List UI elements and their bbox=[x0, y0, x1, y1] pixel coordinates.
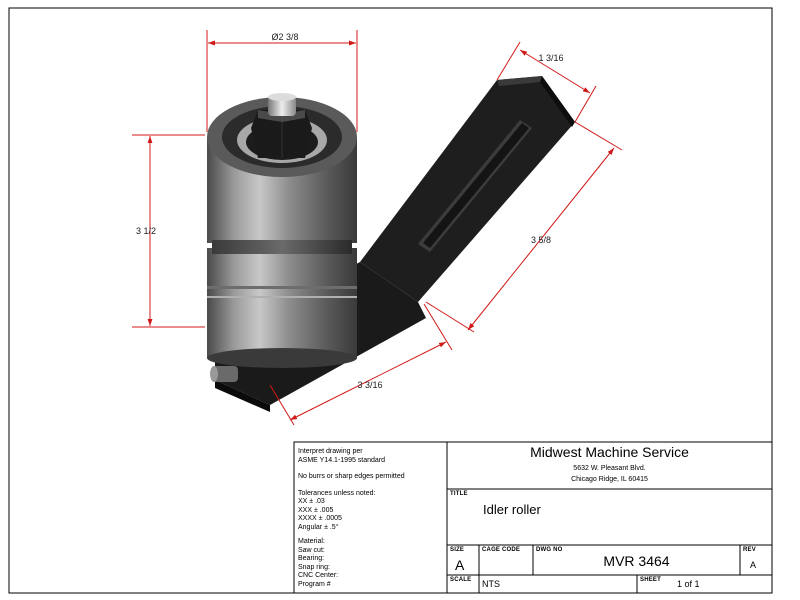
company-address-2: Chicago Ridge, IL 60415 bbox=[571, 476, 648, 483]
dim-base-length: 3 3/16 bbox=[357, 380, 382, 390]
note-cnc-center: CNC Center: bbox=[298, 572, 339, 579]
set-screw bbox=[210, 366, 238, 382]
notes-block: Interpret drawing per ASME Y14.1-1995 st… bbox=[298, 448, 405, 589]
dim-height: 3 1/2 bbox=[136, 226, 156, 236]
bolt-head bbox=[268, 96, 296, 116]
dim-diameter: Ø2 3/8 bbox=[271, 32, 298, 42]
title-block-grid bbox=[293, 441, 773, 594]
idler-roller-model bbox=[207, 76, 575, 412]
note-tolerance-header: Tolerances unless noted: bbox=[298, 489, 376, 497]
note-tolerance-angular: Angular ± .5° bbox=[298, 523, 339, 531]
bracket-arm bbox=[360, 76, 575, 302]
sheet-value: 1 of 1 bbox=[677, 579, 700, 589]
note-material: Material: bbox=[298, 538, 325, 545]
sheet-label: SHEET bbox=[640, 577, 662, 583]
scale-label: SCALE bbox=[450, 577, 472, 583]
size-value: A bbox=[455, 557, 465, 573]
dimensions bbox=[132, 30, 623, 426]
note-program: Program # bbox=[298, 580, 331, 588]
drawing-title: Idler roller bbox=[483, 502, 541, 517]
note-saw-cut: Saw cut: bbox=[298, 546, 325, 554]
title-label: TITLE bbox=[450, 491, 468, 497]
rev-value: A bbox=[750, 560, 757, 570]
note-interpret-1: Interpret drawing per bbox=[298, 448, 363, 455]
note-interpret-2: ASME Y14.1-1995 standard bbox=[298, 456, 386, 464]
note-tolerance-xxxx: XXXX ± .0005 bbox=[298, 515, 342, 522]
company-address-1: 5632 W. Pleasant Blvd. bbox=[573, 465, 646, 472]
hex-nut bbox=[251, 93, 312, 158]
company-name: Midwest Machine Service bbox=[530, 444, 689, 460]
scale-value: NTS bbox=[482, 579, 500, 589]
cage-code-label: CAGE CODE bbox=[482, 547, 521, 553]
lower-roller bbox=[207, 248, 357, 368]
dim-slot-length: 3 5/8 bbox=[531, 235, 551, 245]
dwg-no-label: DWG NO bbox=[536, 547, 563, 553]
rev-label: REV bbox=[743, 547, 756, 553]
note-tolerance-xxx: XXX ± .005 bbox=[298, 506, 334, 514]
note-snap-ring: Snap ring: bbox=[298, 563, 330, 571]
note-bearing: Bearing: bbox=[298, 555, 325, 562]
dim-bracket-width: 1 3/16 bbox=[538, 53, 563, 63]
note-burrs: No burrs or sharp edges permitted bbox=[298, 473, 405, 480]
dwg-no-value: MVR 3464 bbox=[603, 553, 670, 569]
size-label: SIZE bbox=[450, 547, 465, 553]
note-tolerance-xx: XX ± .03 bbox=[298, 498, 325, 505]
